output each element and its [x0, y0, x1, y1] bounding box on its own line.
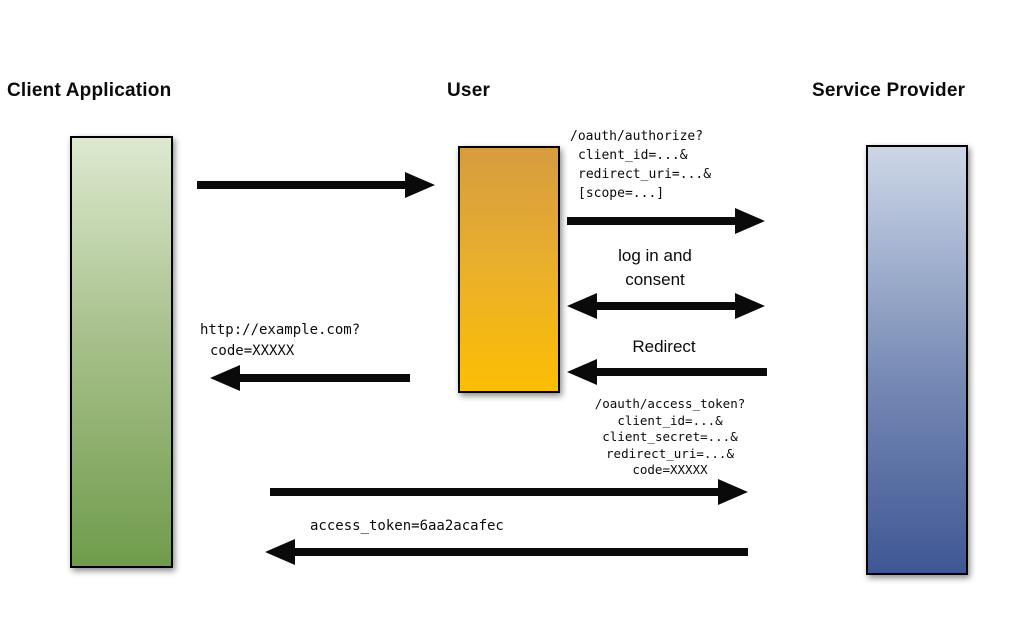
code-line: /oauth/authorize? — [570, 129, 704, 144]
code-line: code=XXXXX — [210, 343, 295, 359]
client-application-title: Client Application — [7, 80, 172, 101]
arrow-authorize-request — [567, 208, 765, 234]
code-line: client_secret=...& — [602, 429, 738, 444]
user-bar — [458, 146, 560, 393]
arrowhead-left-icon — [265, 539, 295, 565]
access-token-response-label: access_token=6aa2acafec — [310, 518, 504, 534]
code-line: [scope=...] — [578, 186, 665, 201]
arrow-shaft — [295, 548, 748, 556]
arrowhead-left-icon — [567, 359, 597, 385]
code-line: http://example.com? — [200, 322, 361, 338]
arrow-shaft — [597, 368, 767, 376]
arrow-callback — [210, 365, 410, 391]
arrowhead-right-icon — [718, 479, 748, 505]
service-provider-bar — [866, 145, 968, 575]
code-line: code=XXXXX — [632, 462, 708, 477]
code-line: redirect_uri=...& — [606, 445, 734, 461]
arrow-shaft — [270, 488, 718, 496]
arrow-login-consent — [567, 293, 765, 319]
client-application-bar — [70, 136, 173, 568]
callback-url-label: http://example.com? code=XXXXX — [200, 320, 360, 362]
authorize-request-label: /oauth/authorize? client_id=...& redirec… — [570, 127, 711, 203]
arrow-redirect — [567, 359, 767, 385]
access-token-request-label: /oauth/access_token? client_id=...& clie… — [572, 396, 768, 479]
arrowhead-right-icon — [735, 293, 765, 319]
user-title: User — [447, 80, 491, 101]
label-line: consent — [625, 270, 685, 289]
arrowhead-left-icon — [567, 293, 597, 319]
arrow-access-token-request — [270, 479, 748, 505]
code-line: redirect_uri=...& — [578, 167, 712, 182]
label-line: log in and — [618, 246, 692, 265]
arrowhead-left-icon — [210, 365, 240, 391]
arrow-shaft — [567, 217, 735, 225]
arrow-access-token-response — [265, 539, 748, 565]
redirect-label: Redirect — [632, 337, 696, 356]
arrow-shaft — [197, 181, 405, 189]
arrow-shaft — [597, 302, 735, 310]
code-line: client_id=...& — [578, 148, 688, 163]
arrow-shaft — [240, 374, 410, 382]
arrowhead-right-icon — [405, 172, 435, 198]
arrow-client-to-user — [197, 172, 435, 198]
code-line: /oauth/access_token? — [594, 396, 746, 411]
code-line: client_id=...& — [617, 412, 723, 428]
arrowhead-right-icon — [735, 208, 765, 234]
login-consent-label: log in and consent — [575, 244, 735, 292]
service-provider-title: Service Provider — [812, 80, 966, 101]
